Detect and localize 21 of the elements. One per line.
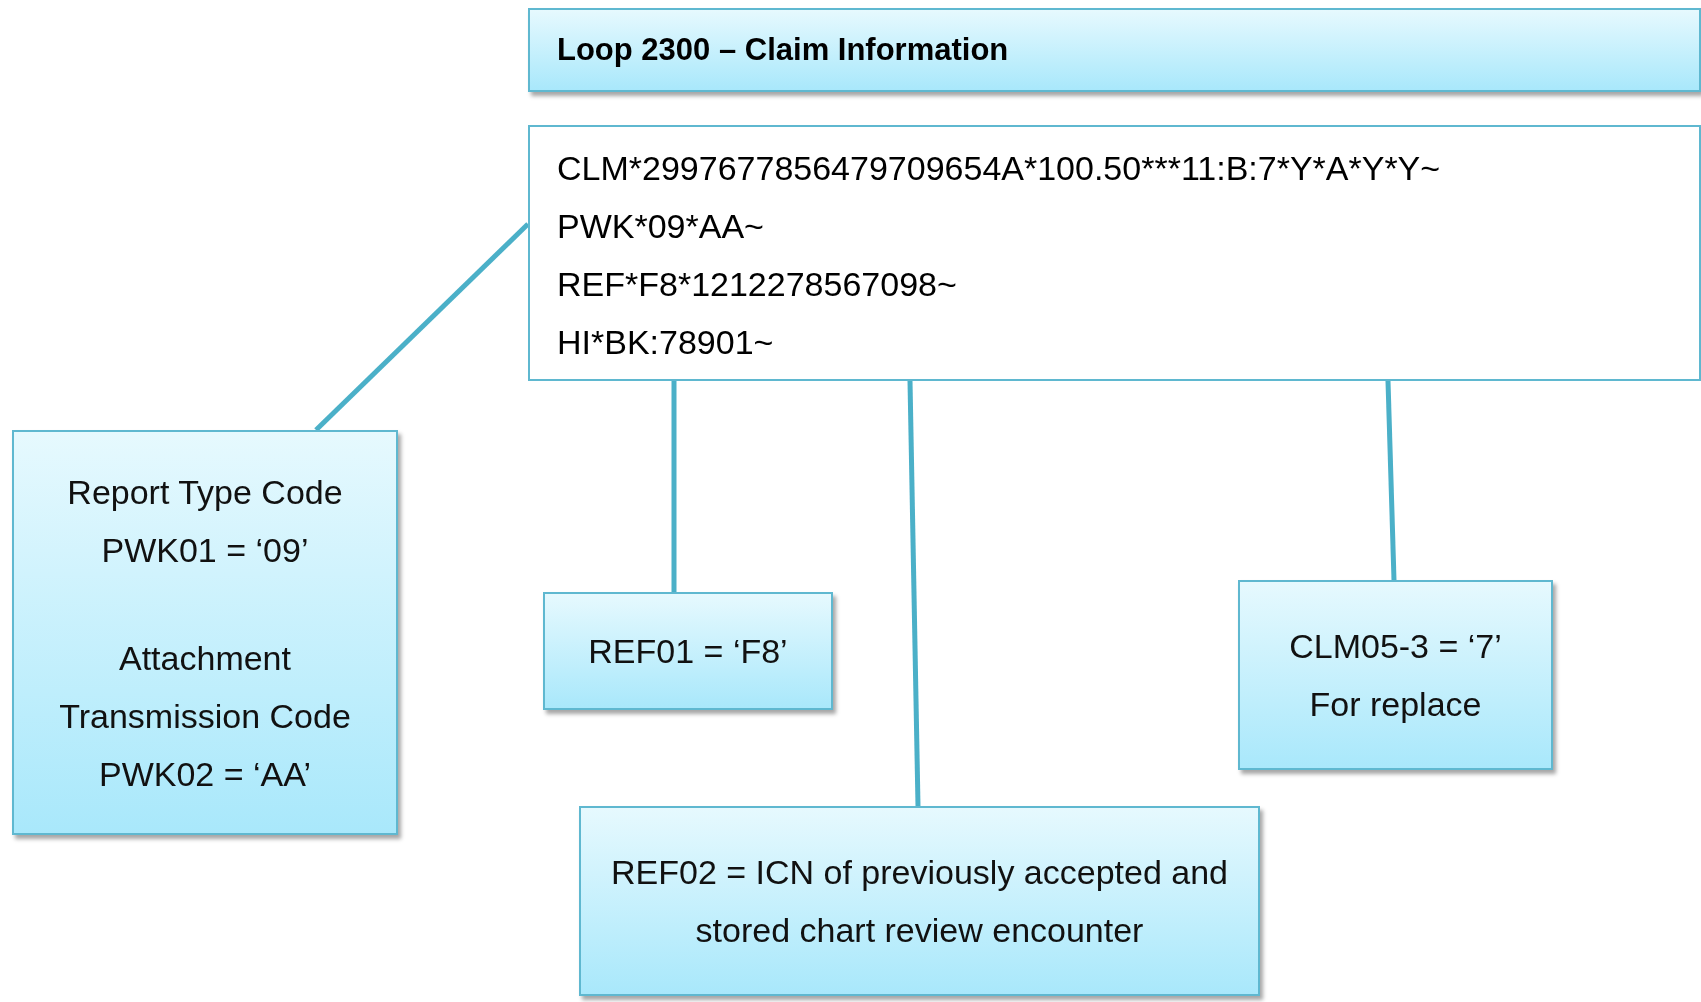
callout-text: Report Type Code PWK01 = ‘09’ bbox=[66, 471, 344, 571]
leader-line bbox=[907, 380, 921, 807]
code-line: REF*F8*1212278567098~ bbox=[557, 264, 958, 305]
leader-line bbox=[1385, 380, 1397, 581]
heading-text: Loop 2300 – Claim Information bbox=[557, 32, 1009, 68]
callout-text: REF02 = ICN of previously accepted and stored chart review encounter bbox=[609, 852, 1229, 951]
leader-line bbox=[314, 222, 530, 432]
callout-text: CLM05-3 = ‘7’ bbox=[1289, 626, 1502, 667]
callout-box bbox=[12, 430, 398, 835]
callout-text: REF01 = ‘F8’ bbox=[588, 631, 788, 672]
code-line: PWK*09*AA~ bbox=[557, 206, 765, 247]
code-line: CLM*2997677856479709654A*100.50***11:B:7*Y*A*Y*Y~ bbox=[557, 148, 1442, 189]
code-box bbox=[528, 125, 1701, 381]
callout-text: Attachment Transmission Code PWK02 = ‘AA’ bbox=[58, 637, 352, 795]
heading-bar bbox=[528, 8, 1701, 92]
callout-box bbox=[543, 592, 833, 710]
callout-text: For replace bbox=[1309, 684, 1482, 725]
callout-box bbox=[1238, 580, 1553, 770]
callout-box bbox=[579, 806, 1260, 996]
code-line: HI*BK:78901~ bbox=[557, 322, 775, 363]
leader-line bbox=[671, 381, 677, 592]
